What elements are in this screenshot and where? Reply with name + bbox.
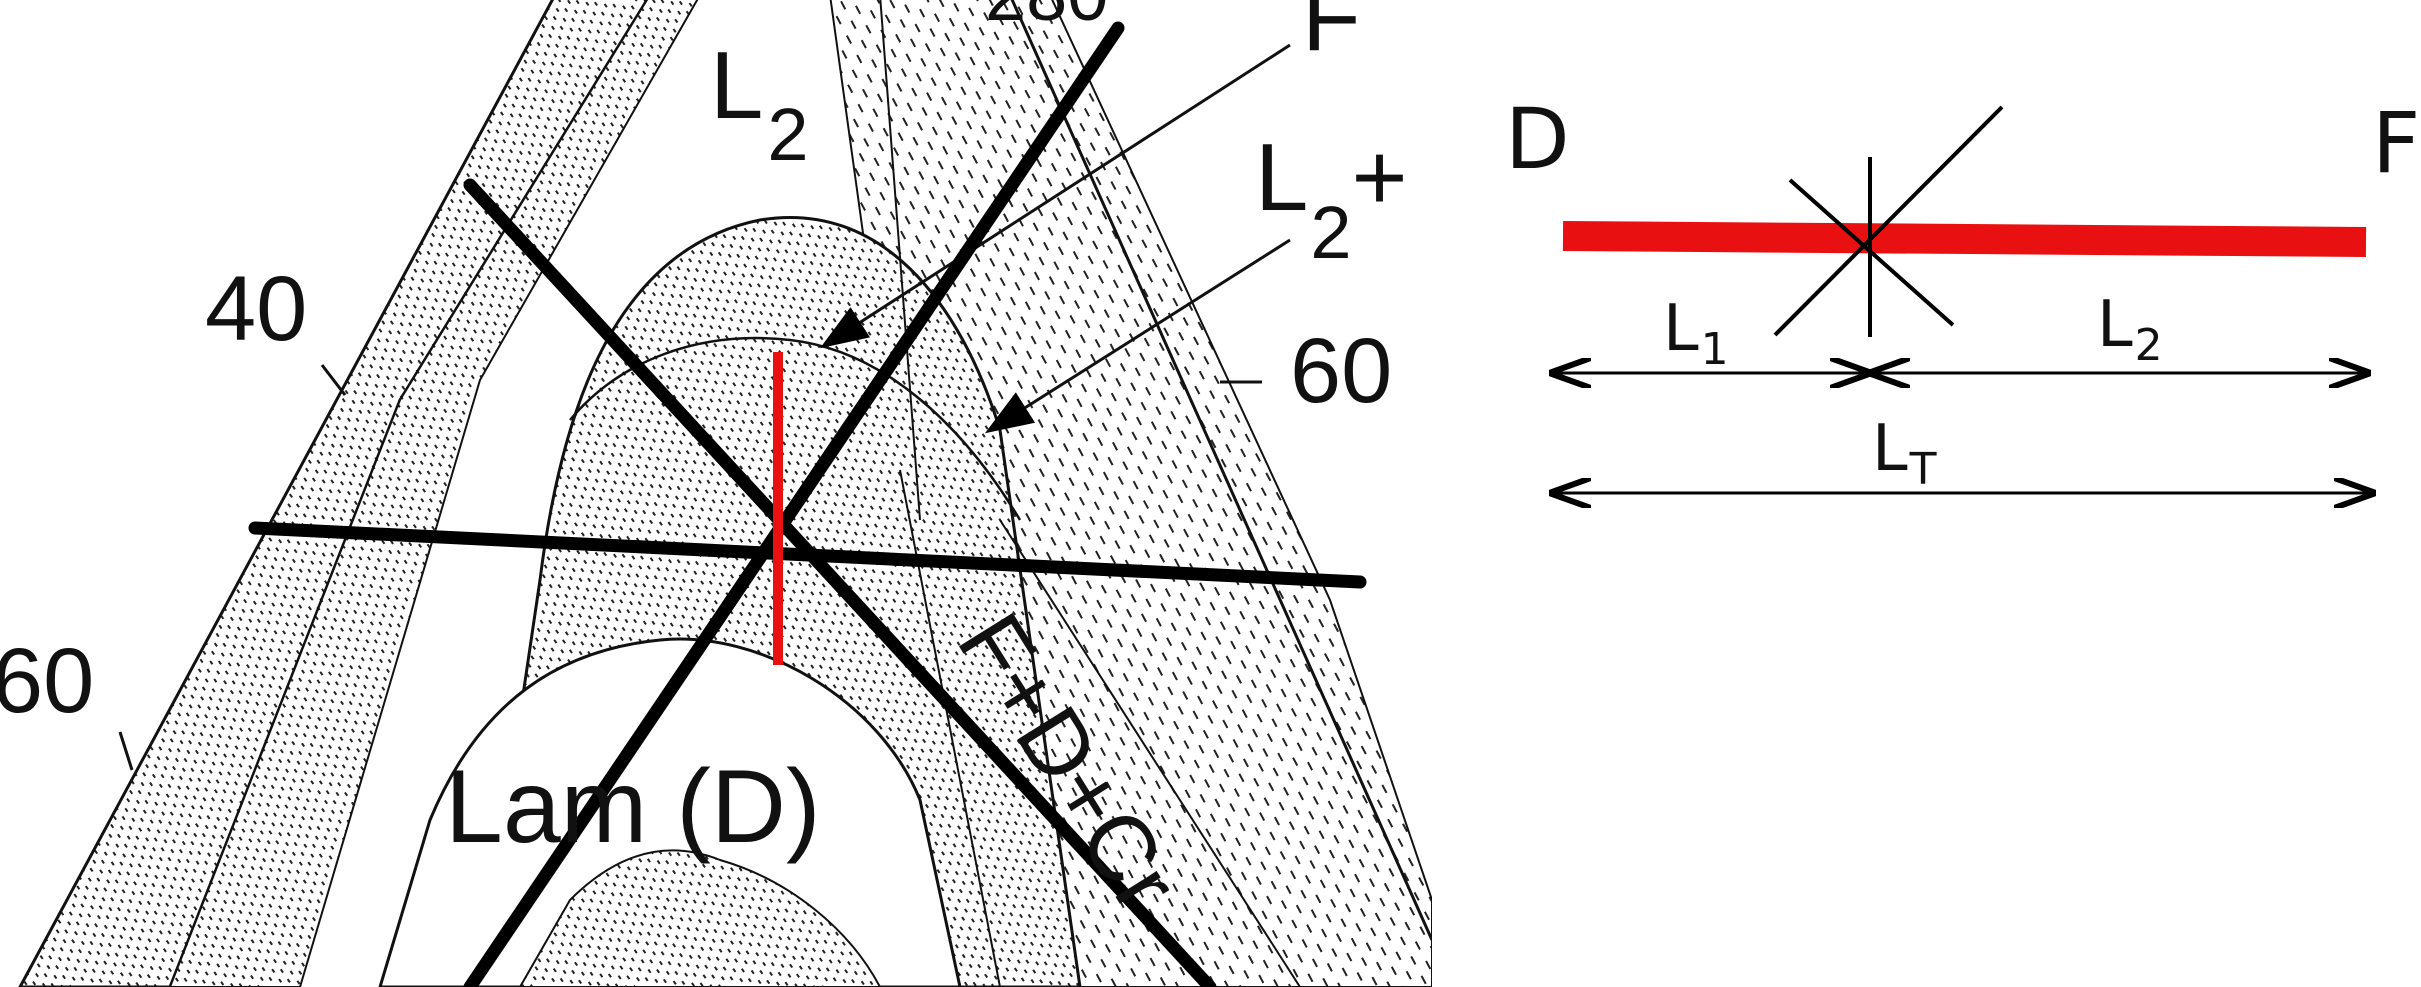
boundary-line-1 (879, 0, 921, 521)
tick-40-label: 40 (205, 258, 307, 360)
tick-60-left-mark (118, 731, 134, 771)
lever-rule-schematic: D F L1 L2 LT (1505, 90, 2420, 495)
star-line-falling (1788, 178, 1955, 327)
tick-60-right-label: 60 (1290, 320, 1392, 422)
end-label-F: F (2372, 94, 2420, 192)
dimension-label-LT: LT (1872, 412, 1937, 495)
right-triangle-edge (1010, 0, 1432, 941)
dimension-label-L1: L1 (1663, 292, 1729, 375)
dome-inner-boundary (569, 336, 1022, 521)
star-line-rising (1773, 105, 2004, 337)
lam-label: Lam (D) (445, 749, 821, 865)
arrow-F (819, 43, 1291, 349)
liquid-plus-label: L2+ (1255, 124, 1408, 274)
liquid-label: L2 (710, 32, 809, 176)
arrow-F-label: F (1302, 0, 1361, 71)
tie-line-horizontal (1562, 221, 2367, 257)
top-temp-label: 280 (985, 0, 1108, 36)
dimension-label-L2: L2 (2097, 288, 2163, 371)
boundary-line-3 (999, 519, 1301, 987)
construction-line-rising (463, 21, 1125, 987)
tick-40-mark (320, 364, 347, 396)
construction-line-falling (463, 178, 1217, 987)
end-label-D: D (1505, 90, 1570, 188)
left-edge-inner-band (168, 0, 699, 987)
tick-60-left-label: 60 (0, 630, 94, 732)
arrow-L2-plus (984, 238, 1291, 434)
phase-diagram-excerpt: 280 L2 F L2+ 40 60 60 Lam (D) F+D+Cr (0, 0, 1432, 987)
lam-inner-stipple (518, 849, 882, 987)
